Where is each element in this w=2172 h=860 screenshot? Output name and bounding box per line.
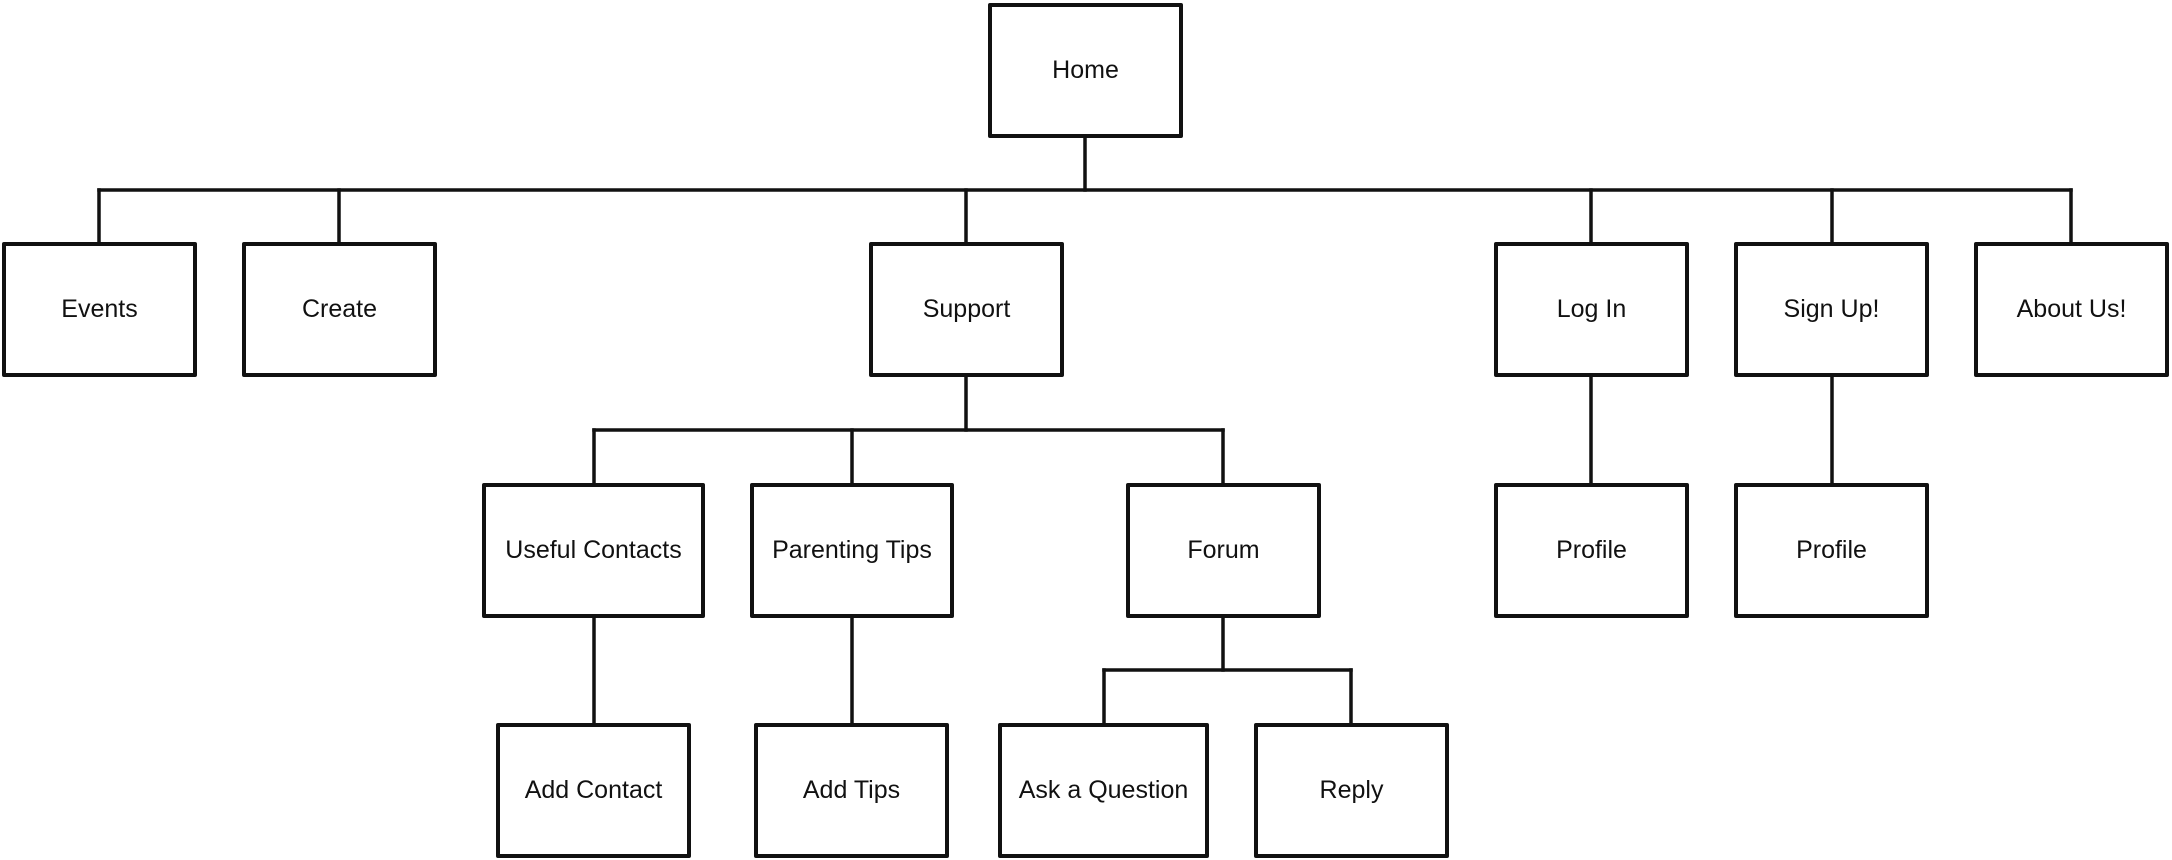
node-add-tips: Add Tips [754,723,949,858]
node-forum: Forum [1126,483,1321,618]
node-useful-contacts: Useful Contacts [482,483,705,618]
node-label: Support [922,295,1011,323]
node-label: Profile [1796,536,1867,564]
node-label: Log In [1556,295,1627,323]
node-ask-a-question: Ask a Question [998,723,1209,858]
node-add-contact: Add Contact [496,723,691,858]
node-label: Add Contact [524,776,663,804]
node-label: Create [301,295,378,323]
node-home: Home [988,3,1183,138]
node-signup-profile: Profile [1734,483,1929,618]
node-parenting-tips: Parenting Tips [750,483,954,618]
node-label: Parenting Tips [772,536,932,564]
node-label: Profile [1556,536,1627,564]
node-reply: Reply [1254,723,1449,858]
node-label: Home [1052,56,1119,84]
node-login-profile: Profile [1494,483,1689,618]
node-label: Sign Up! [1783,295,1880,323]
node-sign-up: Sign Up! [1734,242,1929,377]
node-about-us: About Us! [1974,242,2169,377]
node-log-in: Log In [1494,242,1689,377]
node-label: Ask a Question [1018,776,1189,804]
node-label: Useful Contacts [505,536,682,564]
node-create: Create [242,242,437,377]
node-events: Events [2,242,197,377]
node-support: Support [869,242,1064,377]
node-label: Forum [1187,536,1260,564]
node-label: Events [61,295,138,323]
node-label: Reply [1319,776,1384,804]
node-label: About Us! [2016,295,2127,323]
node-label: Add Tips [802,776,901,804]
